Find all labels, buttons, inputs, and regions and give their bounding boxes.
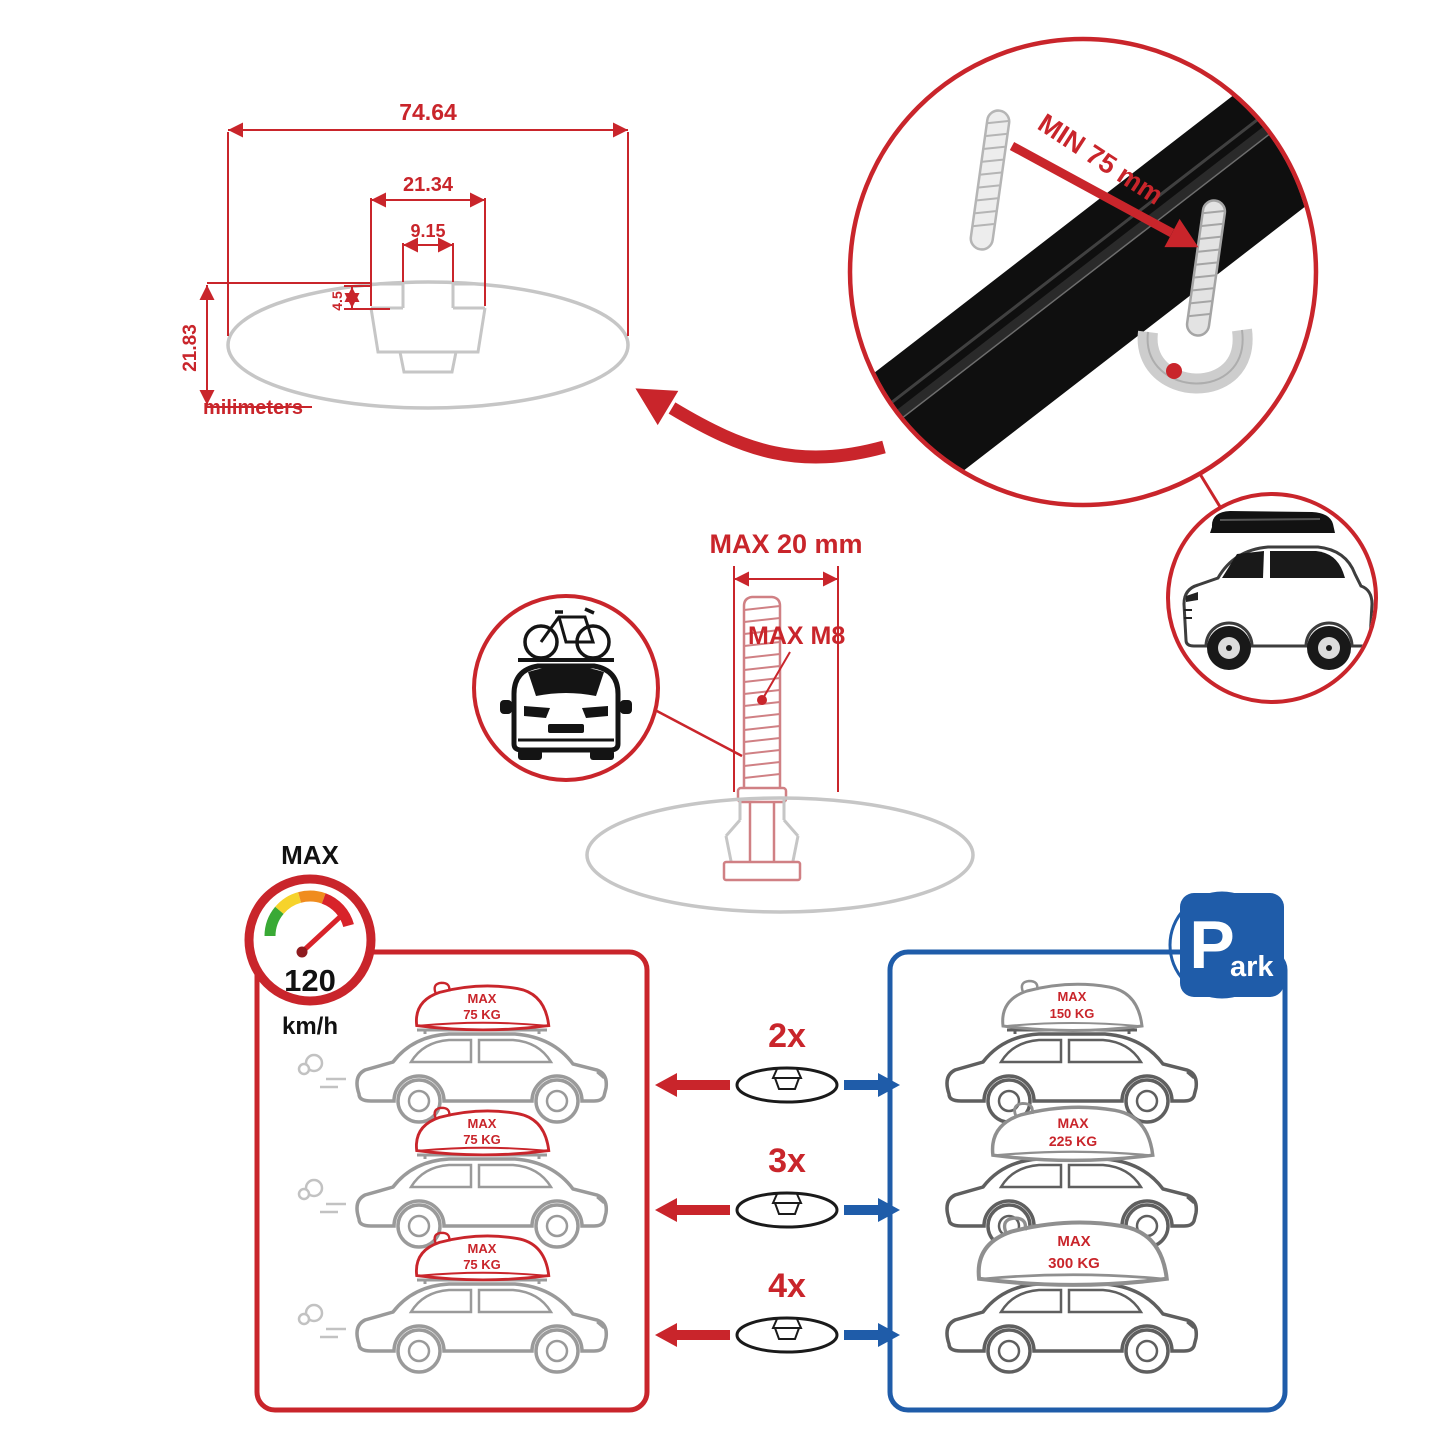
cross-section-dimension-diagram: 74.64 21.34 9.15 4.5 21.83 milimeters xyxy=(180,99,630,419)
load-label: MAX xyxy=(468,991,497,1006)
gauge-arc xyxy=(264,890,354,937)
park-sign: P ark xyxy=(1168,891,1284,999)
speed-limit-gauge: MAX 120 km/h xyxy=(244,840,376,1040)
dim-slot-outer-width: 21.34 xyxy=(403,174,454,196)
dim-total-width: 74.64 xyxy=(399,99,457,125)
capacity-section: P ark MAX 75 KG MAX 75 KG MAX 75 KG MAX xyxy=(254,891,1288,1413)
zoom-arrow xyxy=(635,388,886,464)
load-label: MAX xyxy=(1057,1115,1089,1131)
dim-lip-depth: 4.5 xyxy=(329,291,345,311)
suv-roofbox-circle xyxy=(1166,492,1378,704)
gauge-needle xyxy=(299,913,344,955)
load-weight: 225 KG xyxy=(1049,1133,1097,1149)
multiplier-3x: 3x xyxy=(768,1142,806,1180)
clamp-u-bend xyxy=(1137,328,1253,394)
load-weight: 75 KG xyxy=(463,1132,501,1147)
arrow-left-icon xyxy=(655,1198,677,1222)
arrow-right-icon xyxy=(878,1198,900,1222)
dim-slot-opening-width: 9.15 xyxy=(410,221,445,241)
load-label: MAX xyxy=(468,1241,497,1256)
park-sign-letter: P xyxy=(1189,907,1234,983)
park-sign-suffix: ark xyxy=(1230,951,1274,983)
crossbar-profile-outline xyxy=(226,280,630,410)
car-front-icon xyxy=(500,663,632,760)
speed-unit: km/h xyxy=(282,1013,338,1040)
bolt-dimension-diagram: MAX 20 mm xyxy=(585,529,975,914)
speed-value: 120 xyxy=(284,963,336,998)
bike-car-circle xyxy=(472,594,743,782)
load-label: MAX xyxy=(1058,989,1087,1004)
arrow-right-icon xyxy=(878,1073,900,1097)
multiplier-4x: 4x xyxy=(768,1267,806,1305)
arrow-left-icon xyxy=(655,1073,677,1097)
load-weight: 300 KG xyxy=(1048,1255,1100,1272)
multiplier-2x: 2x xyxy=(768,1017,806,1055)
bolt-dimension-lines xyxy=(733,566,839,792)
load-label: MAX xyxy=(468,1116,497,1131)
t-slot-nut xyxy=(722,802,802,882)
units-label: milimeters xyxy=(203,397,303,419)
max-length-label: MAX 20 mm xyxy=(709,529,862,559)
speed-max-title: MAX xyxy=(281,840,339,870)
arrow-left-icon xyxy=(655,1323,677,1347)
min-span-arrow xyxy=(1009,142,1199,248)
load-weight: 75 KG xyxy=(463,1007,501,1022)
load-label: MAX xyxy=(1057,1233,1090,1250)
crossbar-detail-circle: MIN 75 mm xyxy=(847,36,1319,508)
dim-total-height: 21.83 xyxy=(180,324,201,372)
driving-cars: MAX 75 KG MAX 75 KG MAX 75 KG xyxy=(297,981,609,1374)
max-thread-label: MAX M8 xyxy=(748,622,845,650)
bike-circle-connector xyxy=(654,708,743,758)
leader-line xyxy=(761,651,791,701)
clamp-rod-left xyxy=(969,109,1011,251)
load-weight: 150 KG xyxy=(1050,1006,1095,1021)
circle-connector-line xyxy=(1198,473,1224,511)
arrow-right-icon xyxy=(878,1323,900,1347)
multiplier-rows: 2x 3x 4x xyxy=(655,1017,900,1354)
dimension-lines xyxy=(199,122,629,408)
parked-cars: MAX 150 KG MAX 225 KG MAX 300 KG xyxy=(945,979,1199,1374)
roof-box xyxy=(1210,511,1335,533)
load-weight: 75 KG xyxy=(463,1257,501,1272)
clamp-rod-right xyxy=(1185,199,1227,337)
crossbar-section-small xyxy=(585,796,975,914)
bike-icon xyxy=(518,607,614,662)
